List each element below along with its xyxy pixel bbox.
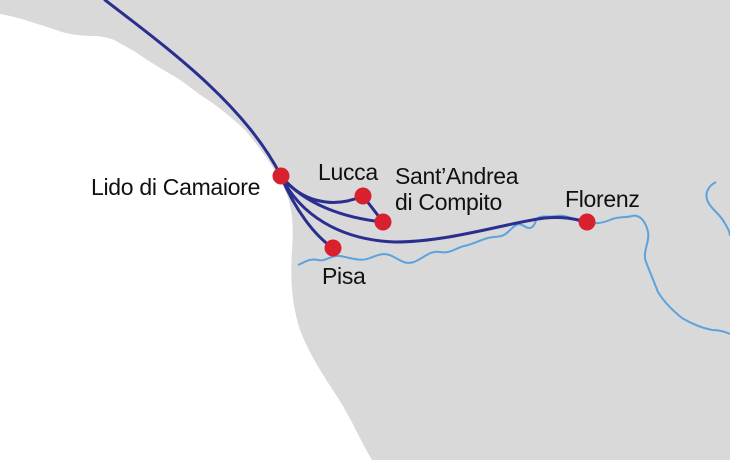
label-pisa: Pisa xyxy=(322,263,366,289)
stop-pisa-marker xyxy=(324,239,342,257)
route-florenz xyxy=(279,174,589,244)
stop-markers xyxy=(272,167,596,257)
label-santandrea-di-compito: Sant’Andrea di Compito xyxy=(395,163,519,215)
route-santandrea xyxy=(279,174,385,224)
label-lido-di-camaiore: Lido di Camaiore xyxy=(91,174,261,200)
stop-lucca-marker xyxy=(354,187,372,205)
label-santandrea-line1: Sant’Andrea xyxy=(395,163,519,189)
stop-santandrea-marker xyxy=(374,213,392,231)
tributary-river xyxy=(705,181,730,237)
label-santandrea-line2: di Compito xyxy=(395,189,502,215)
route-arrival xyxy=(103,0,283,178)
stop-florenz-marker xyxy=(578,213,596,231)
stop-lido-marker xyxy=(272,167,290,185)
label-lucca: Lucca xyxy=(318,159,378,185)
arno-river xyxy=(297,214,730,335)
label-florenz: Florenz xyxy=(565,186,640,212)
route-lines xyxy=(103,0,589,250)
